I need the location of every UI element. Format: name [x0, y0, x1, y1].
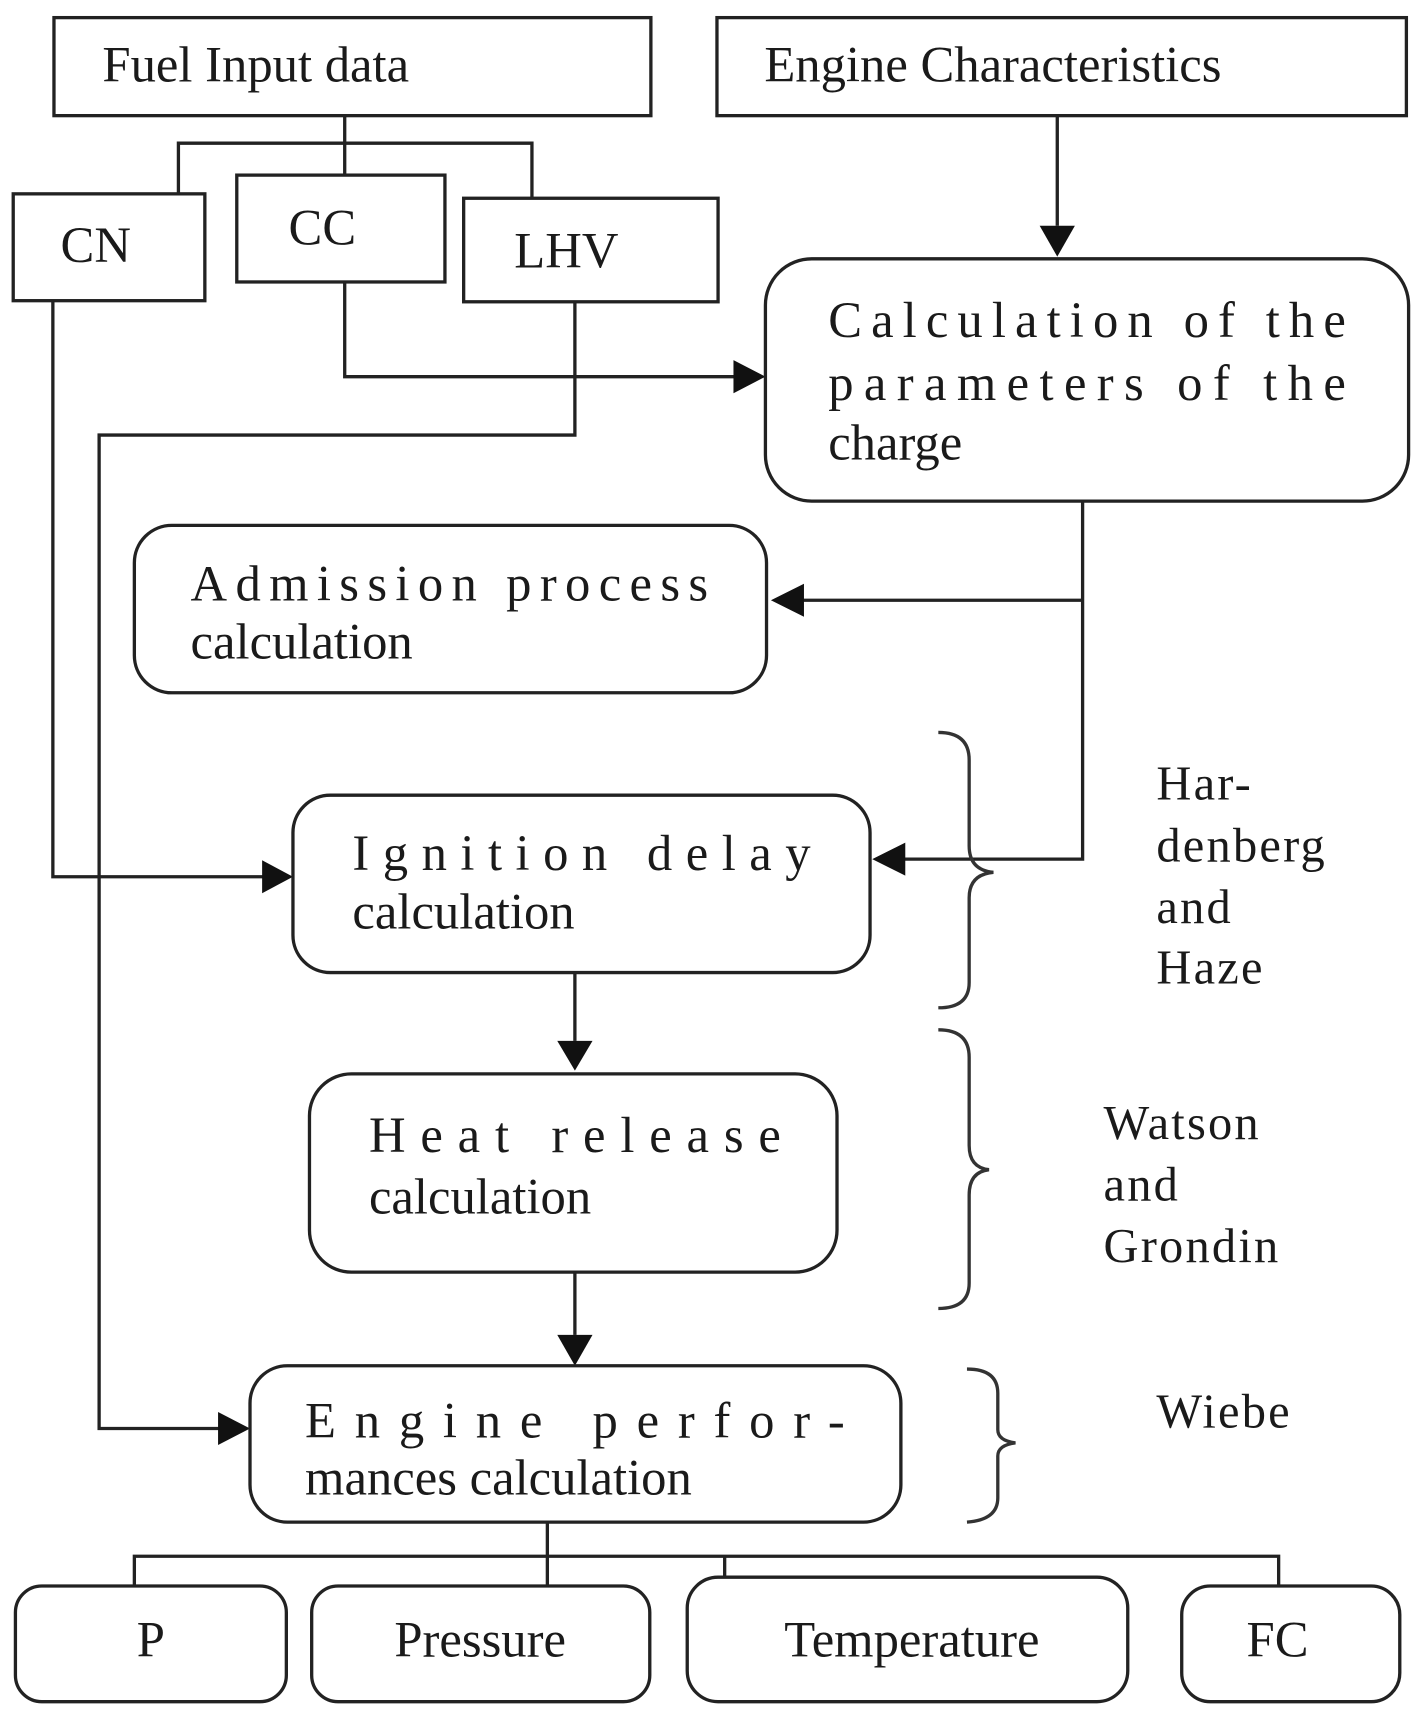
annotation-hardenberg-haze: Har- denberg and Haze: [1156, 758, 1327, 995]
annotation-line: Watson: [1104, 1097, 1261, 1150]
edge-lhv-to-performance: [97, 301, 577, 1431]
arrow-head: [557, 1334, 593, 1366]
annotation-line: Grondin: [1104, 1220, 1281, 1273]
brace-watson: [938, 1028, 990, 1311]
annotation-line: Haze: [1156, 942, 1264, 995]
node-heat-release: Heat release calculation: [307, 1072, 839, 1274]
arrow-head: [872, 842, 906, 876]
node-cc: CC: [235, 173, 447, 284]
arrow-head: [262, 860, 293, 894]
node-label: CN: [61, 217, 131, 273]
annotation-wiebe: Wiebe: [1156, 1385, 1292, 1438]
annotation-line: Wiebe: [1156, 1385, 1292, 1438]
node-label-line: calculation: [191, 614, 413, 670]
node-label-line: calculation: [352, 883, 574, 939]
node-label: P: [137, 1612, 165, 1668]
node-label: CC: [289, 200, 357, 256]
annotation-watson-grondin: Watson and Grondin: [1104, 1097, 1281, 1273]
annotation-line: denberg: [1156, 819, 1327, 872]
node-fuel-input: Fuel Input data: [52, 15, 653, 118]
node-charge-parameters: Calculation of the parameters of the cha…: [763, 257, 1411, 503]
node-label-line: charge: [828, 414, 962, 470]
node-output-p: P: [13, 1584, 288, 1704]
node-ignition-delay: Ignition delay calculation: [291, 793, 872, 975]
brace-hardenberg: [938, 730, 994, 1010]
node-label: Engine Characteristics: [764, 37, 1221, 93]
node-label: LHV: [514, 223, 619, 279]
node-label: Pressure: [394, 1612, 566, 1668]
node-label: Fuel Input data: [102, 37, 409, 93]
annotation-line: Har-: [1156, 758, 1253, 811]
edge-charge-to-admission-ignition: [801, 501, 1085, 861]
node-engine-performance: Engine perfor- mances calculation: [248, 1364, 903, 1524]
arrow-head: [557, 1040, 593, 1071]
node-engine-characteristics: Engine Characteristics: [715, 15, 1409, 118]
node-admission: Admission process calculation: [132, 523, 769, 695]
node-label-line: mances calculation: [305, 1450, 692, 1506]
arrow-head: [770, 583, 804, 617]
edge-cn-to-ignition: [51, 301, 265, 879]
node-output-fc: FC: [1180, 1584, 1402, 1704]
edge-cc-to-charge: [343, 281, 736, 379]
edge-performance-to-outputs: [132, 1519, 1281, 1587]
node-lhv: LHV: [462, 196, 720, 304]
node-label: FC: [1247, 1612, 1309, 1668]
annotation-line: and: [1104, 1159, 1181, 1212]
arrow-head: [1039, 225, 1075, 257]
node-label-line: calculation: [369, 1169, 591, 1225]
edge-fuel-to-inputs: [176, 115, 534, 199]
node-label-line: Ignition delay: [352, 825, 811, 881]
node-output-temperature: Temperature: [685, 1575, 1130, 1704]
node-cn: CN: [11, 192, 207, 303]
arrow-head: [733, 360, 766, 394]
braces: [938, 730, 1016, 1524]
node-output-pressure: Pressure: [310, 1584, 652, 1704]
node-label: Temperature: [784, 1612, 1039, 1668]
annotation-line: and: [1156, 881, 1233, 934]
arrow-head: [218, 1411, 251, 1446]
brace-wiebe: [966, 1367, 1016, 1524]
